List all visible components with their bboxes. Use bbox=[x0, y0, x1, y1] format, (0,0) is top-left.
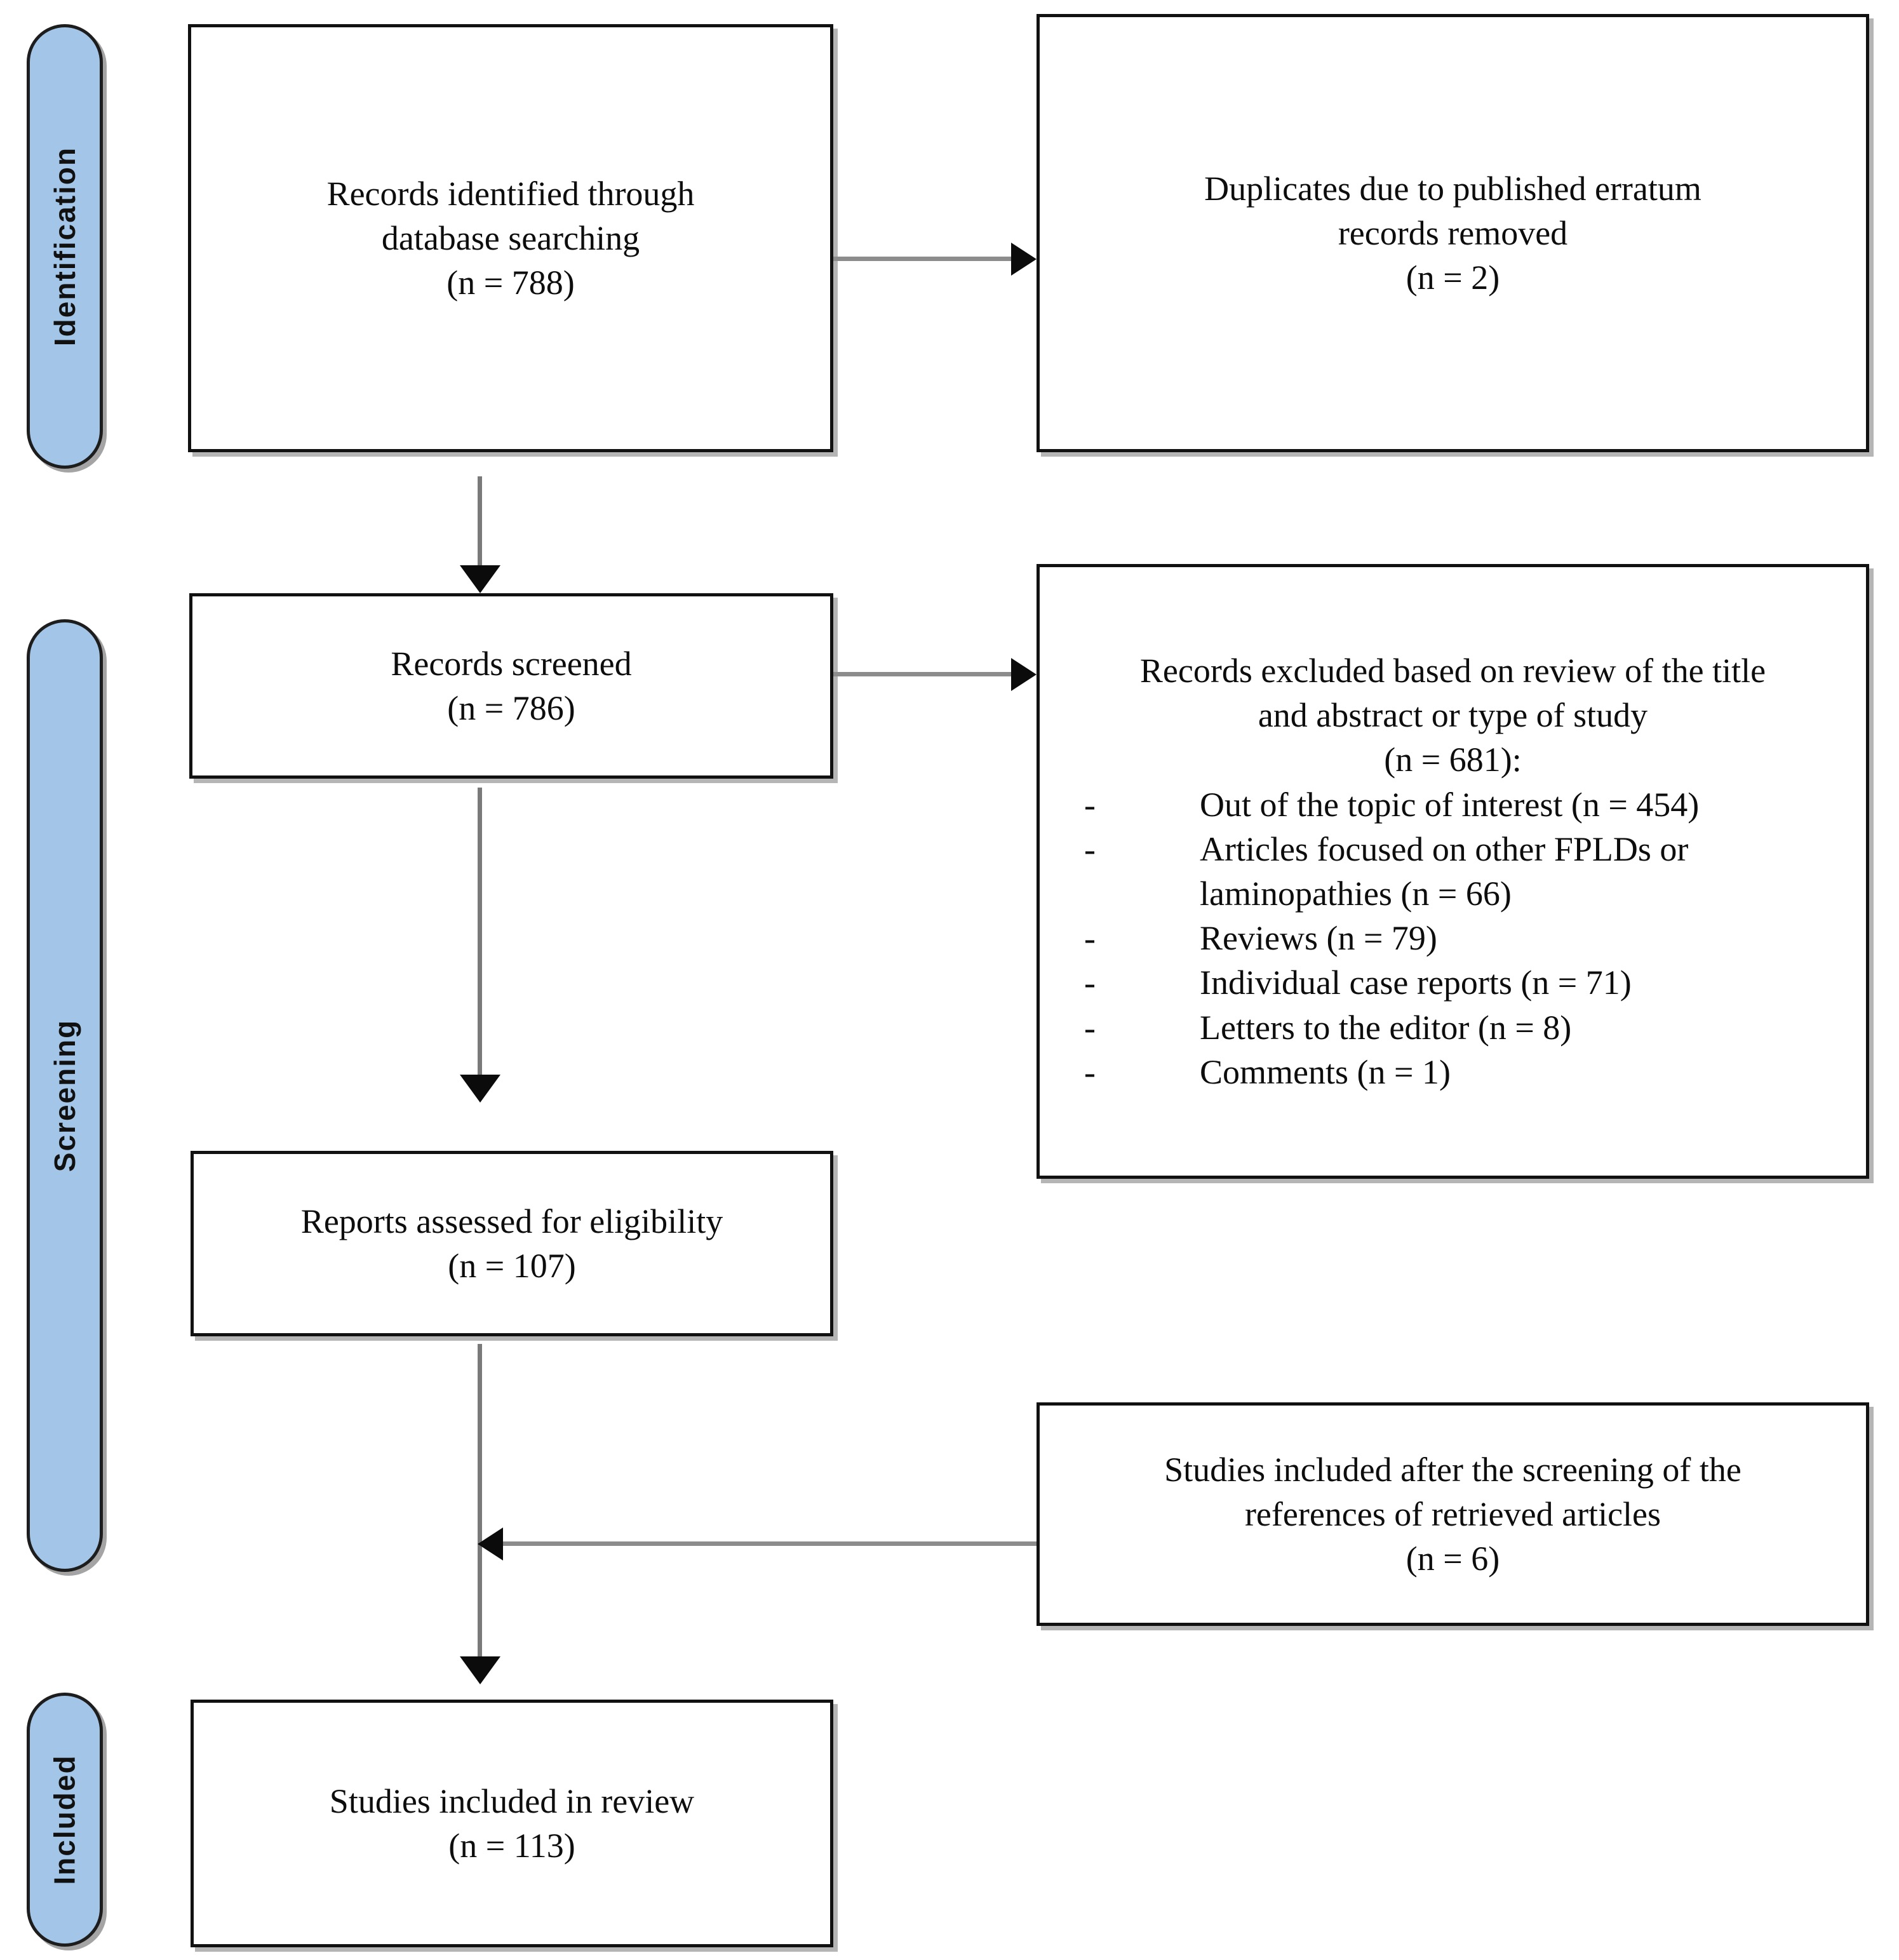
bullet-marker-icon: - bbox=[1084, 963, 1096, 1002]
stage-label-screening: Screening bbox=[48, 1019, 82, 1172]
list-item: - Reviews (n = 79) bbox=[1073, 916, 1852, 960]
box-studies-from-references: Studies included after the screening of … bbox=[1037, 1402, 1869, 1626]
text-line: Reports assessed for eligibility bbox=[300, 1202, 723, 1240]
list-item-label: Out of the topic of interest (n = 454) bbox=[1200, 785, 1700, 824]
list-item: - Comments (n = 1) bbox=[1073, 1050, 1852, 1094]
exclusion-reason-list: - Out of the topic of interest (n = 454)… bbox=[1054, 782, 1852, 1094]
box-records-screened-text: Records screened (n = 786) bbox=[192, 641, 830, 730]
text-line: Records screened bbox=[391, 644, 632, 683]
list-item: - Out of the topic of interest (n = 454) bbox=[1073, 782, 1852, 827]
stage-pill-identification: Identification bbox=[27, 24, 103, 469]
arrow-screened-to-assessed-line bbox=[478, 788, 482, 1080]
box-records-excluded-text: Records excluded based on review of the … bbox=[1040, 648, 1866, 1094]
text-line: records removed bbox=[1338, 213, 1568, 252]
box-duplicates-removed-text: Duplicates due to published erratum reco… bbox=[1040, 166, 1866, 300]
box-reports-assessed-text: Reports assessed for eligibility (n = 10… bbox=[194, 1199, 830, 1288]
text-line: references of retrieved articles bbox=[1244, 1494, 1661, 1533]
box-duplicates-removed: Duplicates due to published erratum reco… bbox=[1037, 14, 1869, 452]
stage-pill-screening: Screening bbox=[27, 619, 103, 1572]
bullet-marker-icon: - bbox=[1084, 1052, 1096, 1091]
box-reports-assessed: Reports assessed for eligibility (n = 10… bbox=[191, 1151, 833, 1336]
text-line: (n = 107) bbox=[448, 1247, 576, 1285]
bullet-marker-icon: - bbox=[1084, 829, 1096, 868]
text-line: database searching bbox=[381, 218, 640, 257]
list-item-label: Letters to the editor (n = 8) bbox=[1200, 1008, 1572, 1047]
arrow-references-to-assessed-head bbox=[478, 1527, 503, 1561]
arrow-identified-to-duplicates-line bbox=[833, 257, 1014, 261]
text-line: (n = 2) bbox=[1406, 258, 1500, 297]
text-line: Duplicates due to published erratum bbox=[1204, 169, 1701, 208]
box-studies-included-text: Studies included in review (n = 113) bbox=[194, 1779, 830, 1868]
text-line: Records excluded based on review of the … bbox=[1139, 652, 1766, 690]
list-item: - Articles focused on other FPLDs or lam… bbox=[1073, 827, 1852, 916]
arrow-identified-to-screened-head bbox=[460, 565, 500, 593]
text-line: Records identified through bbox=[326, 174, 695, 213]
text-line: Studies included in review bbox=[329, 1782, 695, 1820]
stage-label-included: Included bbox=[48, 1754, 81, 1885]
text-line: (n = 113) bbox=[448, 1827, 575, 1865]
stage-label-identification: Identification bbox=[48, 146, 82, 347]
text-line: (n = 786) bbox=[447, 689, 575, 727]
box-records-identified: Records identified through database sear… bbox=[188, 24, 833, 452]
text-line: (n = 6) bbox=[1406, 1540, 1500, 1578]
box-studies-included: Studies included in review (n = 113) bbox=[191, 1700, 833, 1947]
stage-pill-included: Included bbox=[27, 1693, 103, 1947]
list-item: - Individual case reports (n = 71) bbox=[1073, 960, 1852, 1005]
arrow-identified-to-screened-line bbox=[478, 476, 482, 578]
text-line: (n = 788) bbox=[446, 264, 575, 302]
list-item-label: Individual case reports (n = 71) bbox=[1200, 963, 1632, 1002]
list-item-label: Articles focused on other FPLDs or lamin… bbox=[1200, 829, 1689, 913]
bullet-marker-icon: - bbox=[1084, 1008, 1096, 1047]
arrow-assessed-to-included-head bbox=[460, 1656, 500, 1684]
arrow-assessed-to-included-line bbox=[478, 1344, 482, 1661]
text-line: (n = 681): bbox=[1384, 741, 1522, 779]
list-item-label: Comments (n = 1) bbox=[1200, 1052, 1451, 1091]
arrow-screened-to-excluded-head bbox=[1011, 658, 1037, 691]
box-records-identified-text: Records identified through database sear… bbox=[191, 171, 830, 305]
arrow-references-to-assessed-line bbox=[502, 1541, 1037, 1546]
list-item: - Letters to the editor (n = 8) bbox=[1073, 1005, 1852, 1050]
box-studies-from-references-text: Studies included after the screening of … bbox=[1040, 1447, 1866, 1581]
box-records-excluded: Records excluded based on review of the … bbox=[1037, 564, 1869, 1179]
list-item-label: Reviews (n = 79) bbox=[1200, 919, 1437, 958]
arrow-screened-to-assessed-head bbox=[460, 1075, 500, 1103]
arrow-screened-to-excluded-line bbox=[833, 672, 1014, 676]
arrow-identified-to-duplicates-head bbox=[1011, 243, 1037, 276]
box-records-screened: Records screened (n = 786) bbox=[189, 593, 833, 779]
bullet-marker-icon: - bbox=[1084, 785, 1096, 824]
bullet-marker-icon: - bbox=[1084, 919, 1096, 958]
text-line: Studies included after the screening of … bbox=[1164, 1450, 1741, 1489]
text-line: and abstract or type of study bbox=[1258, 696, 1648, 735]
